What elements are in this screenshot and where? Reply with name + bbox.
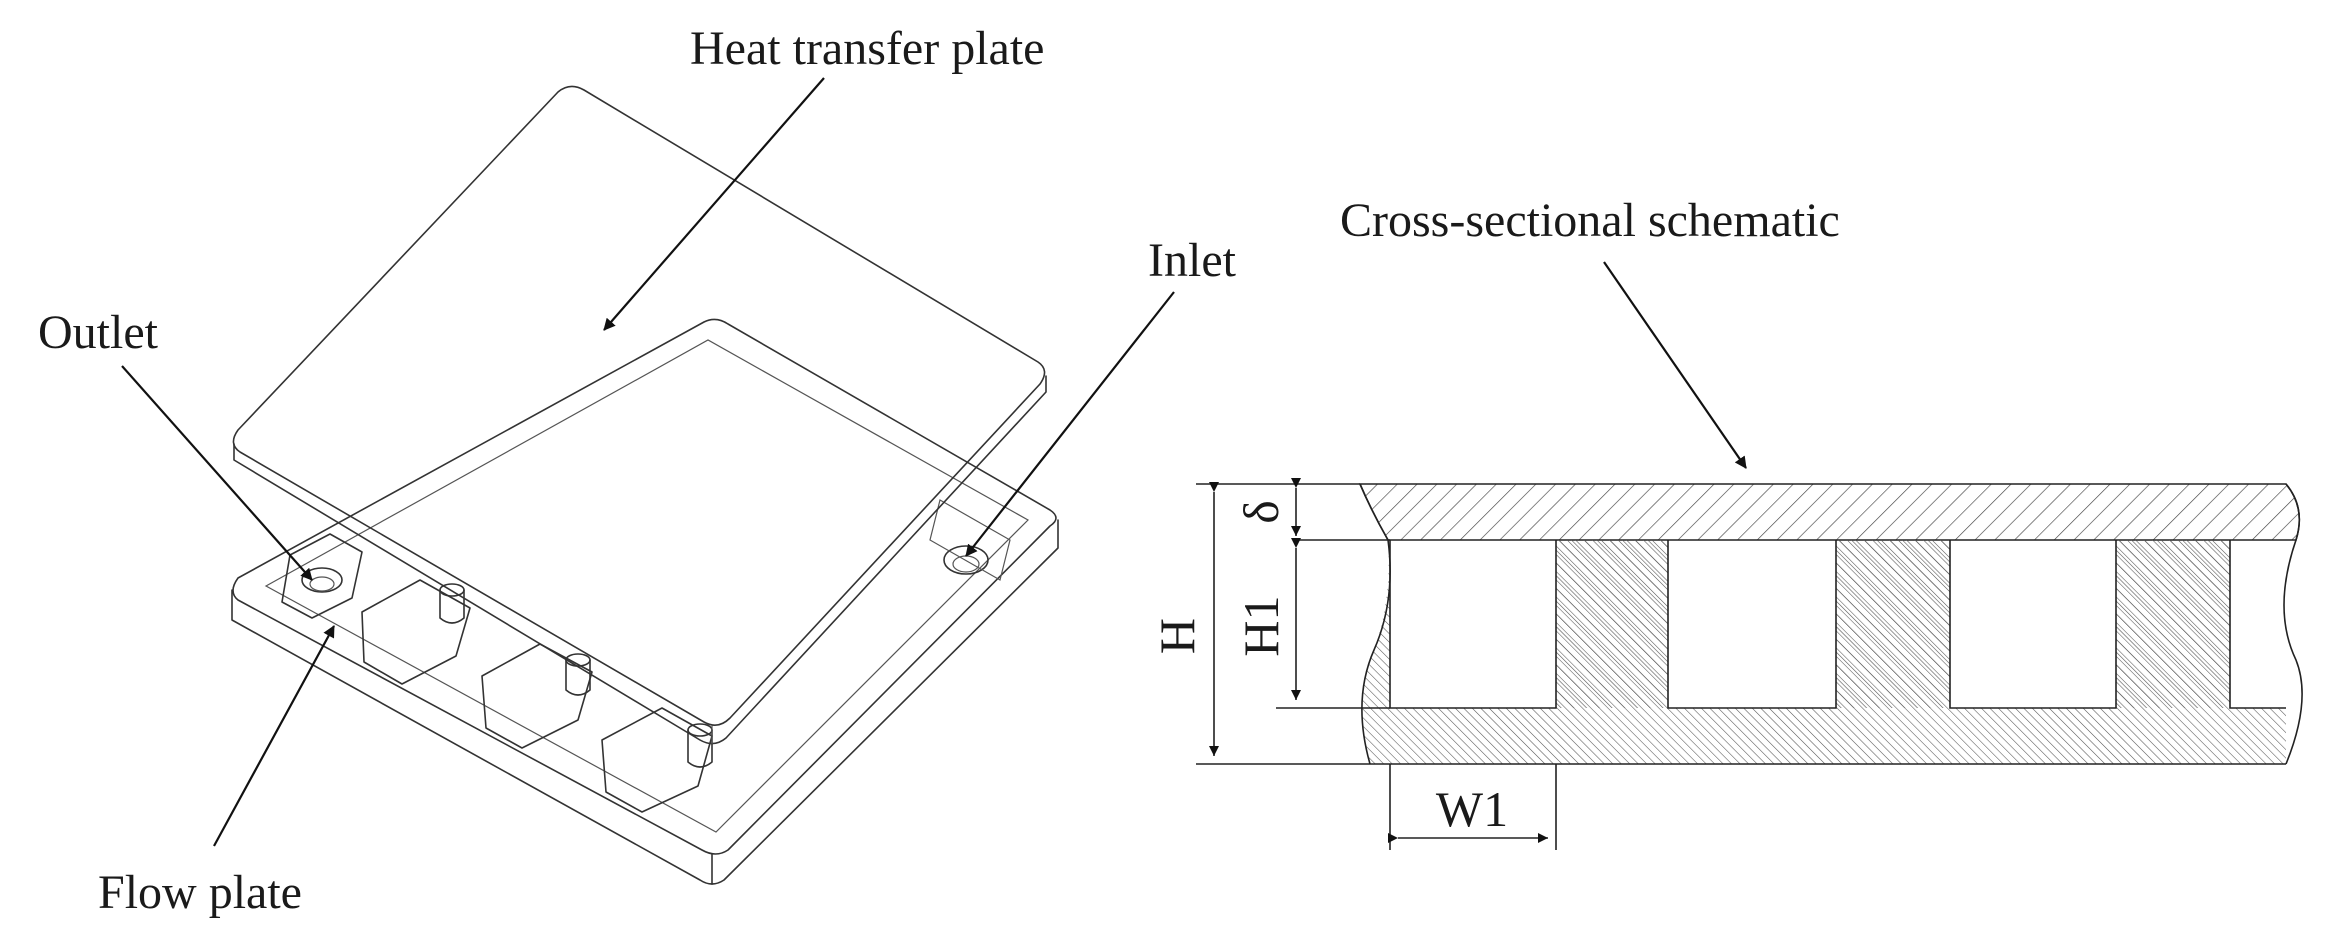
cross-section-drawing — [1358, 483, 2303, 765]
dim-H1-label: H1 — [1233, 595, 1289, 656]
dim-delta-label: δ — [1233, 500, 1289, 524]
rib-1 — [1556, 540, 1668, 708]
flow-plate-drawing — [231, 318, 1059, 885]
rib-3 — [2116, 540, 2230, 708]
pin-fins — [439, 583, 713, 768]
heat-transfer-plate-leader — [603, 77, 825, 331]
cross-section-leader — [1603, 261, 1747, 469]
flow-plate-leader — [213, 625, 335, 847]
dim-H-label: H — [1149, 618, 1205, 654]
cross-section-label: Cross-sectional schematic — [1340, 194, 1840, 247]
top-plate-section — [1358, 483, 2301, 541]
rib-2 — [1836, 540, 1950, 708]
dim-W1-label: W1 — [1436, 781, 1508, 837]
flow-plate-label: Flow plate — [98, 866, 302, 919]
outlet-label: Outlet — [38, 306, 159, 359]
dimension-lines — [1196, 478, 1557, 850]
outlet-leader — [121, 365, 313, 581]
inlet-leader — [965, 291, 1175, 557]
inlet-label: Inlet — [1148, 234, 1237, 287]
heat-transfer-plate-label: Heat transfer plate — [690, 22, 1044, 75]
heat-transfer-plate-drawing — [232, 85, 1047, 745]
